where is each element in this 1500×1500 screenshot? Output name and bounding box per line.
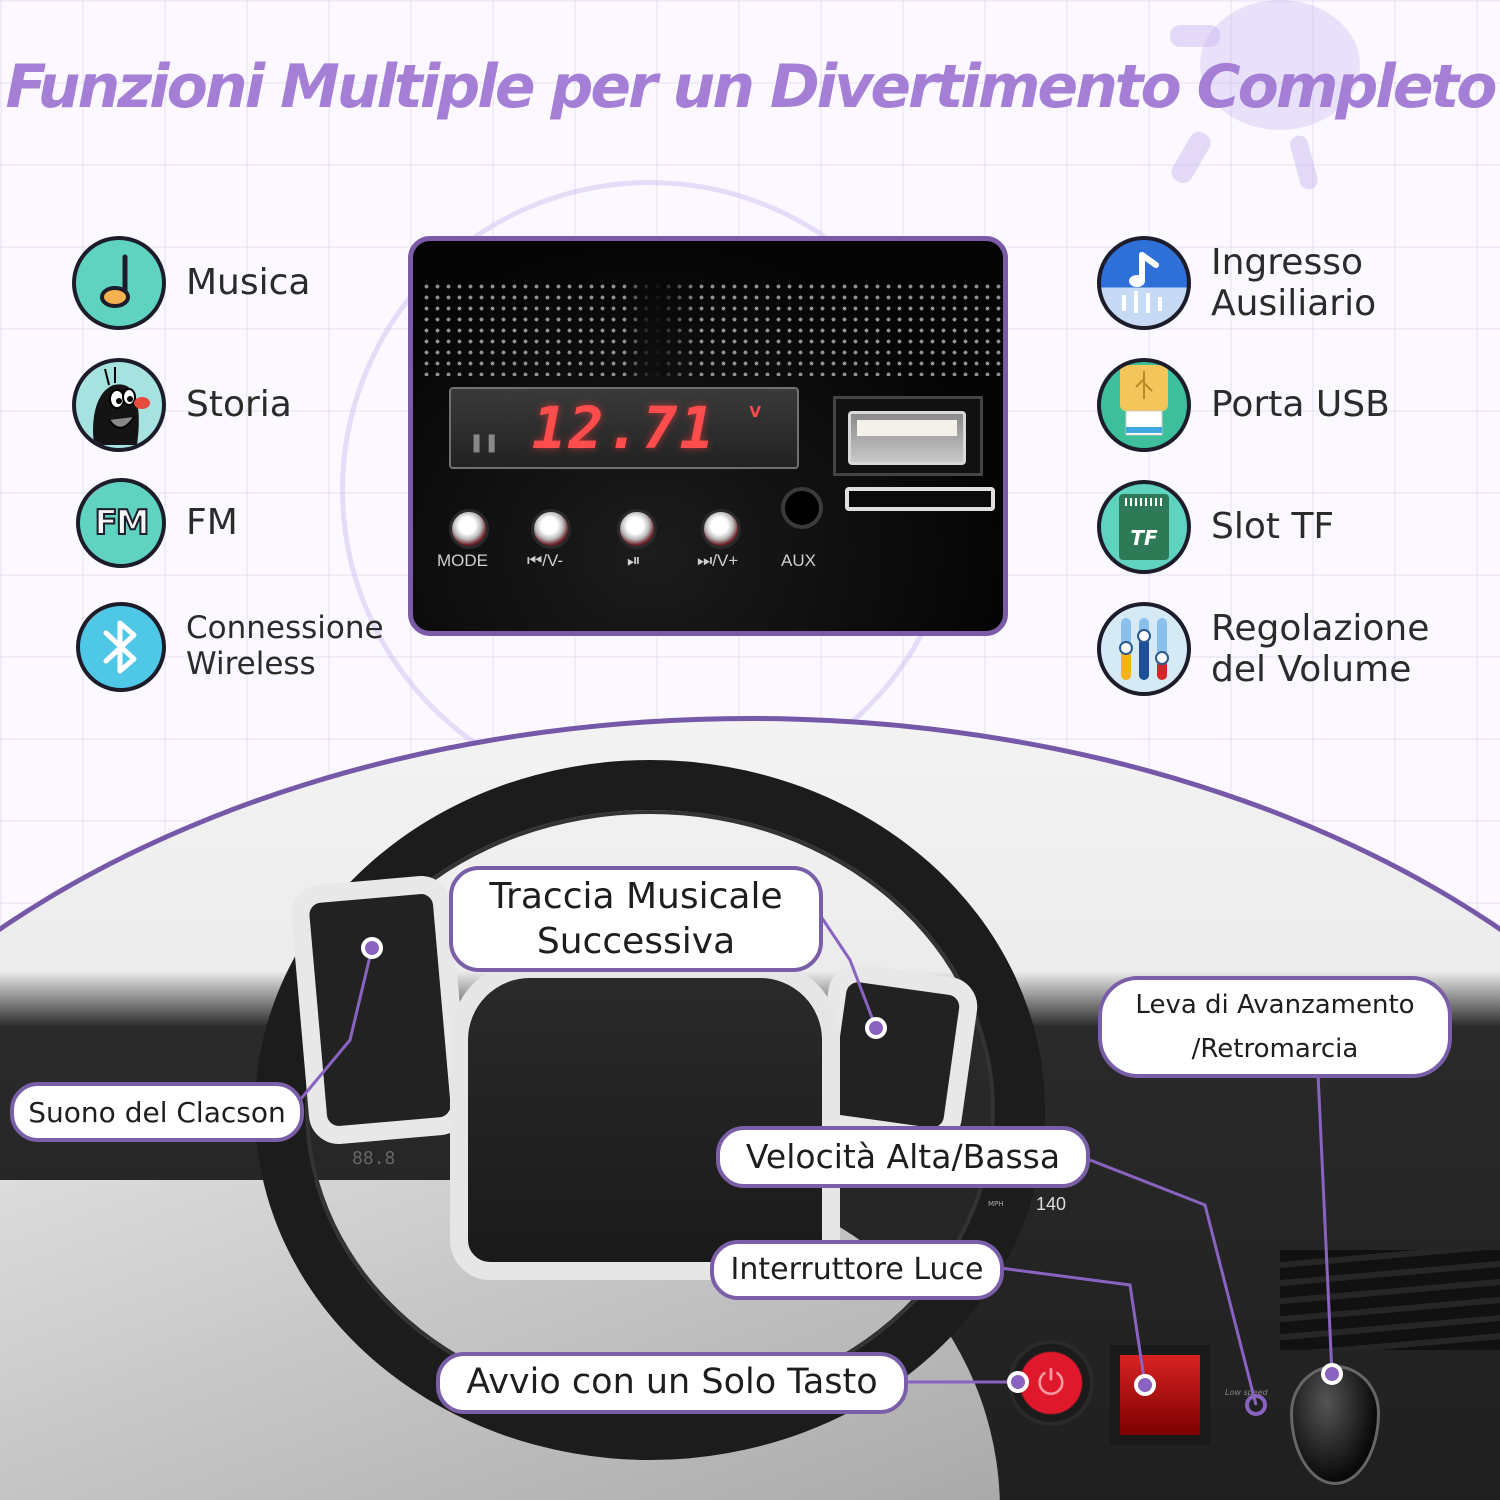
feature-fm: FM FM [76,478,238,568]
play-pause-label: ⏯ [627,551,641,570]
mode-label: MODE [437,551,488,570]
display-value: 12.71 [531,394,717,462]
next-volume-up-button[interactable] [701,509,741,549]
pause-indicator-icon: ❚❚ [469,432,500,453]
feature-slot-tf: TF Slot TF [1097,480,1334,574]
decorative-sun-ray [1170,25,1220,47]
feature-label: Ingresso Ausiliario [1211,241,1377,324]
bluetooth-icon [76,602,166,692]
callout-speed: Velocità Alta/Bassa [716,1126,1090,1188]
steering-hub [450,960,840,1280]
feature-label: Connessione Wireless [186,610,384,682]
music-note-icon [72,236,166,330]
forward-reverse-lever[interactable] [1290,1365,1380,1485]
lever-marker [1321,1363,1343,1385]
decorative-sun-ray [1288,133,1320,192]
usb-port[interactable] [833,396,983,476]
air-vent [1280,1250,1500,1350]
feature-label: Regolazione del Volume [1211,607,1430,690]
feature-label: FM [186,502,238,544]
next-label: ⏭/V+ [697,551,739,570]
steering-spoke-left [288,873,472,1147]
feature-label: Musica [186,262,311,304]
feature-storia: Storia [72,358,292,452]
decorative-sun [1200,0,1360,130]
speaker-grille [421,281,1001,376]
light-switch[interactable] [1110,1345,1210,1445]
tf-card-slot[interactable] [845,487,995,511]
callout-forward-reverse: Leva di Avanzamento /Retromarcia [1098,976,1452,1078]
prev-label: ⏮/V- [527,551,564,570]
aux-label: AUX [781,551,816,570]
voltage-display: ❚❚ 12.71 V [449,387,799,469]
callout-next-track: Traccia Musicale Successiva [449,866,823,972]
page-title: Funzioni Multiple per un Divertimento Co… [5,52,1498,122]
decorative-sun-ray [1167,128,1215,187]
audio-control-panel-photo: ❚❚ 12.71 V MODE ⏮/V- ⏯ ⏭/V+ AUX [408,236,1008,636]
display-unit: V [749,403,761,421]
feature-porta-usb: Porta USB [1097,358,1390,452]
story-mole-icon [72,358,166,452]
light-switch-marker [1134,1374,1156,1396]
speed-switch-marker [1245,1394,1267,1416]
feature-connessione-wireless: Connessione Wireless [76,602,384,692]
callout-one-button-start: Avvio con un Solo Tasto [436,1352,908,1414]
speedo-unit: MPH [988,1200,1004,1208]
feature-label: Slot TF [1211,506,1335,548]
usb-port-icon [1097,358,1191,452]
feature-musica: Musica [72,236,311,330]
play-pause-button[interactable] [617,509,657,549]
callout-light-switch: Interruttore Luce [710,1240,1004,1300]
callout-horn: Suono del Clacson [10,1082,304,1142]
feature-label: Porta USB [1211,384,1390,426]
volume-sliders-icon [1097,602,1191,696]
power-icon: ⏻ [1037,1363,1065,1403]
next-track-marker [865,1017,887,1039]
aux-input-icon [1097,236,1191,330]
aux-jack[interactable] [781,487,823,529]
feature-regolazione-volume: Regolazione del Volume [1097,602,1429,696]
horn-marker [361,937,383,959]
feature-ingresso-ausiliario: Ingresso Ausiliario [1097,236,1376,330]
fm-radio-icon: FM [76,478,166,568]
feature-label: Storia [186,384,292,426]
mode-button[interactable] [449,509,489,549]
prev-volume-down-button[interactable] [531,509,571,549]
cluster-display: 88.8 [352,1148,396,1169]
power-marker [1007,1371,1029,1393]
tf-card-icon: TF [1097,480,1191,574]
